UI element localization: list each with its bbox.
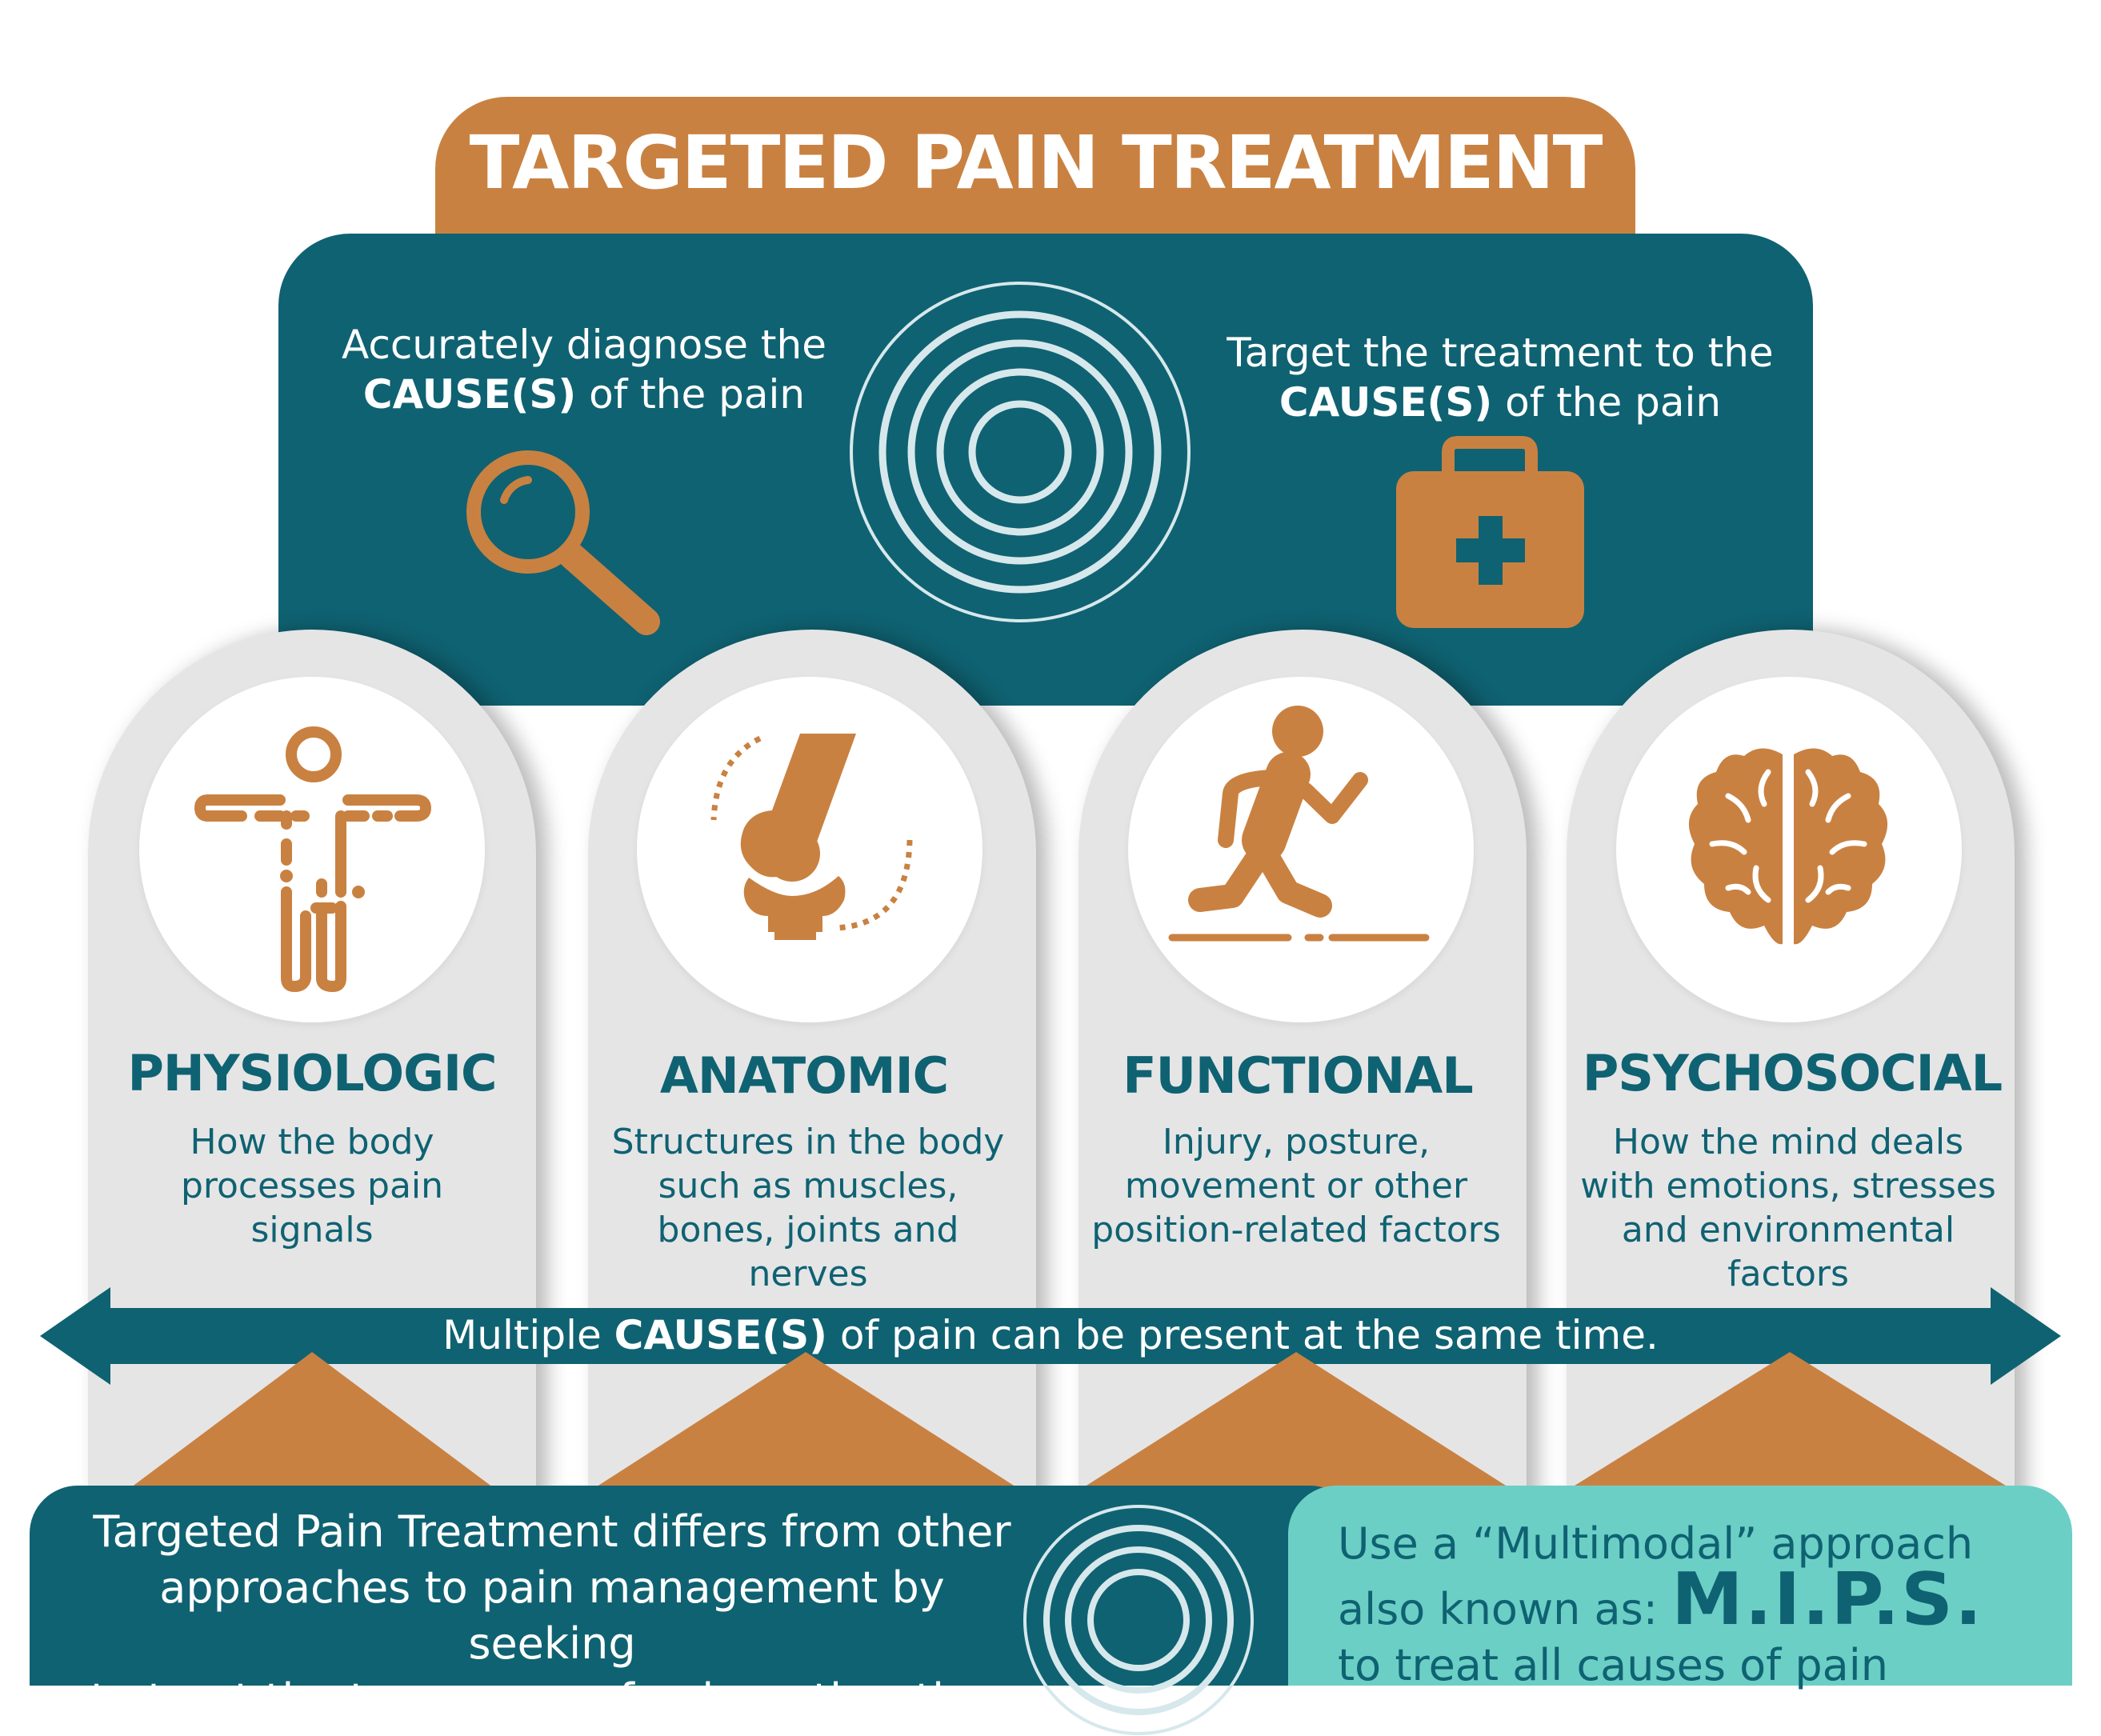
category-desc-anatomic: Structures in the body such as muscles, … — [611, 1122, 1005, 1294]
arrow-caption: Multiple CAUSE(S) of pain can be present… — [442, 1312, 1659, 1358]
treatment-line2: CAUSE(S) of the pain — [1279, 379, 1722, 426]
category-desc-psychosocial: How the mind deals with emotions, stress… — [1580, 1122, 1996, 1294]
category-title-physiologic: PHYSIOLOGIC — [127, 1044, 497, 1102]
category-title-anatomic: ANATOMIC — [659, 1046, 949, 1105]
treatment-line1: Target the treatment to the — [1227, 330, 1774, 376]
running-person-icon — [1168, 706, 1430, 942]
target-small-icon — [1023, 1505, 1254, 1735]
category-desc-functional: Injury, posture, movement or other posit… — [1091, 1122, 1501, 1250]
treatment-caption: Target the treatment to the CAUSE(S) of … — [1224, 328, 1776, 427]
target-icon — [850, 282, 1191, 622]
diagnose-caption: Accurately diagnose the CAUSE(S) of the … — [336, 320, 832, 419]
body-nerves-icon — [194, 726, 431, 992]
category-desc-physiologic: How the body processes pain signals — [180, 1122, 444, 1250]
targeted-treatment-description: Targeted Pain Treatment differs from oth… — [90, 1506, 1014, 1725]
double-arrow — [40, 1287, 2061, 1385]
magnifier-icon — [466, 450, 660, 635]
diagnose-line1: Accurately diagnose the — [342, 322, 826, 368]
first-aid-kit-icon — [1396, 436, 1584, 628]
category-title-functional: FUNCTIONAL — [1123, 1046, 1474, 1105]
category-title-psychosocial: PSYCHOSOCIAL — [1582, 1044, 2003, 1102]
multimodal-description: Use a “Multimodal” approach also known a… — [1338, 1518, 1984, 1690]
knee-joint-icon — [710, 734, 913, 940]
psychosocial-icon-circle — [1616, 677, 1962, 1022]
orange-triangles — [128, 1352, 2012, 1490]
page-title: TARGETED PAIN TREATMENT — [469, 120, 1603, 206]
diagnose-line2: CAUSE(S) of the pain — [362, 371, 806, 418]
brain-icon — [1688, 748, 1888, 945]
mips-acronym: M.I.P.S. — [1671, 1558, 1984, 1642]
